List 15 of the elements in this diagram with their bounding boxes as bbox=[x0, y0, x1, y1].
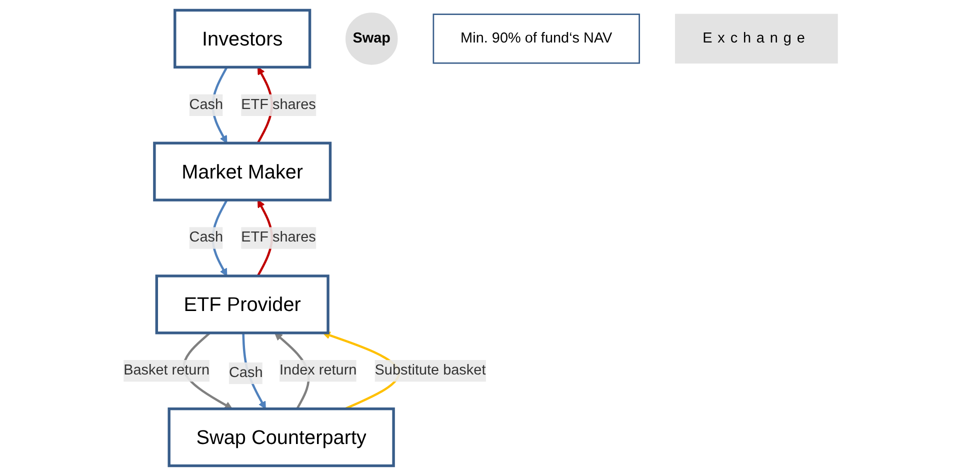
node-box: Market Maker bbox=[153, 141, 332, 201]
edge-label: Cash bbox=[189, 229, 224, 245]
edge-label: Cash bbox=[189, 96, 224, 112]
node-box: Investors bbox=[174, 8, 312, 68]
edge-label: Substitute basket bbox=[374, 362, 486, 378]
edge-label: ETF shares bbox=[241, 229, 316, 245]
edge-label: Index return bbox=[280, 362, 357, 378]
node-box: Min. 90% of fund‘s NAV bbox=[432, 13, 640, 64]
node-box: Swap Counterparty bbox=[168, 406, 395, 467]
edge-label: Basket return bbox=[124, 362, 210, 378]
edge-label: Cash bbox=[228, 364, 263, 380]
edge-label: ETF shares bbox=[241, 96, 316, 112]
node-box: ETF Provider bbox=[155, 274, 330, 334]
node-box: Exchange bbox=[675, 13, 838, 64]
node-circle: Swap bbox=[346, 12, 398, 64]
